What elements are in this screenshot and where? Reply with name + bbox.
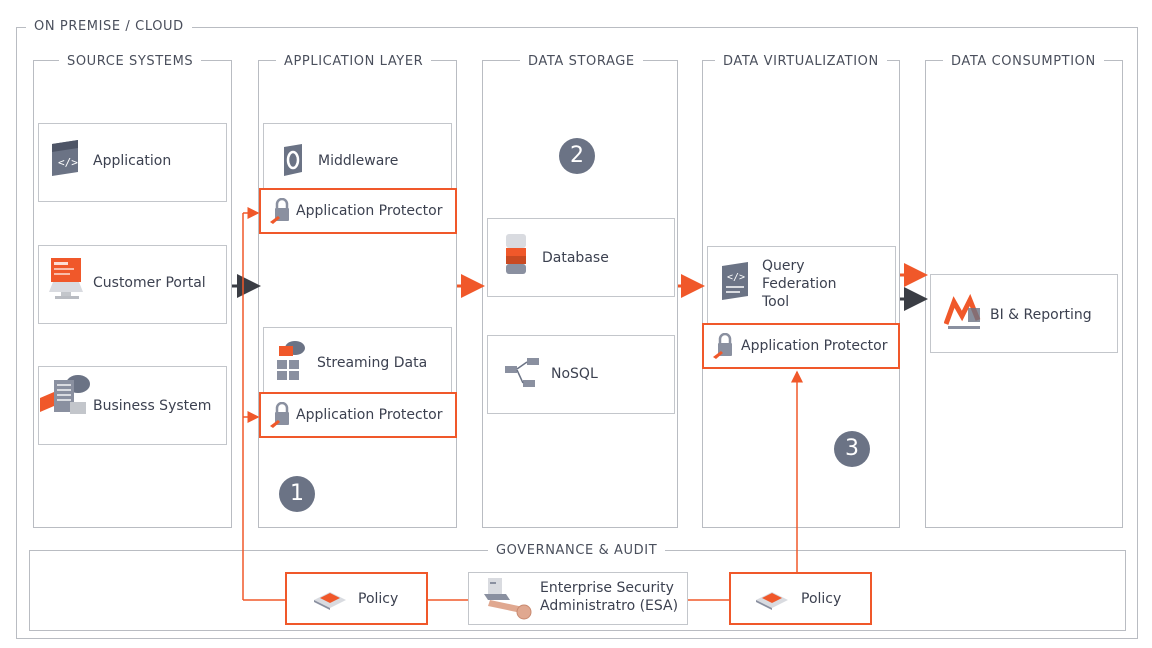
policy-document-icon — [754, 588, 790, 614]
padlock-icon — [713, 332, 735, 363]
column-application-title: APPLICATION LAYER — [276, 54, 432, 69]
application-protector-bottom-label: Application Protector — [296, 407, 443, 423]
application-protector-top-box[interactable] — [259, 188, 457, 234]
database-label: Database — [542, 250, 609, 266]
column-storage-title: DATA STORAGE — [520, 54, 643, 69]
esa-line-1: Enterprise Security — [540, 580, 674, 596]
database-icon — [505, 234, 527, 280]
middleware-label: Middleware — [318, 153, 399, 169]
column-consumption-title: DATA CONSUMPTION — [943, 54, 1104, 69]
code-window-icon: </> — [50, 140, 80, 180]
policy-right-label: Policy — [801, 591, 842, 607]
svg-text:</>: </> — [727, 272, 745, 283]
application-protector-bottom-box[interactable] — [259, 392, 457, 438]
source-customer-portal-label: Customer Portal — [93, 275, 206, 291]
query-line-3: Tool — [762, 294, 790, 310]
streaming-data-icon — [275, 340, 307, 390]
outer-frame — [16, 27, 1138, 639]
desktop-monitor-icon — [49, 258, 85, 306]
bi-reporting-label: BI & Reporting — [990, 307, 1092, 323]
governance-title: GOVERNANCE & AUDIT — [488, 543, 666, 558]
padlock-icon — [270, 401, 292, 432]
column-virtualization-title: DATA VIRTUALIZATION — [715, 54, 887, 69]
esa-line-2: Administratro (ESA) — [540, 598, 679, 614]
streaming-data-label: Streaming Data — [317, 355, 428, 371]
chart-report-icon — [943, 293, 984, 334]
step-1-badge: 1 — [279, 476, 315, 512]
step-3-badge: 3 — [834, 431, 870, 467]
source-business-system-label: Business System — [93, 398, 212, 414]
query-code-icon: </> — [720, 262, 750, 306]
security-key-icon — [480, 578, 532, 626]
column-source-title: SOURCE SYSTEMS — [59, 54, 202, 69]
application-protector-virtualization-label: Application Protector — [741, 338, 888, 354]
svg-text:</>: </> — [58, 156, 78, 169]
step-2-badge: 2 — [559, 138, 595, 174]
source-application-label: Application — [93, 153, 172, 169]
query-line-1: Query — [762, 258, 805, 274]
policy-right-box[interactable] — [729, 572, 872, 625]
query-line-2: Federation — [762, 276, 837, 292]
application-protector-top-label: Application Protector — [296, 203, 443, 219]
nosql-network-icon — [503, 356, 543, 396]
application-protector-virtualization-box[interactable] — [702, 323, 900, 369]
policy-left-box[interactable] — [285, 572, 428, 625]
nosql-label: NoSQL — [551, 366, 598, 382]
middleware-icon — [280, 144, 306, 180]
policy-document-icon — [312, 588, 348, 614]
outer-title: ON PREMISE / CLOUD — [26, 19, 192, 34]
business-server-cloud-icon — [40, 372, 92, 422]
padlock-icon — [270, 197, 292, 228]
policy-left-label: Policy — [358, 591, 399, 607]
